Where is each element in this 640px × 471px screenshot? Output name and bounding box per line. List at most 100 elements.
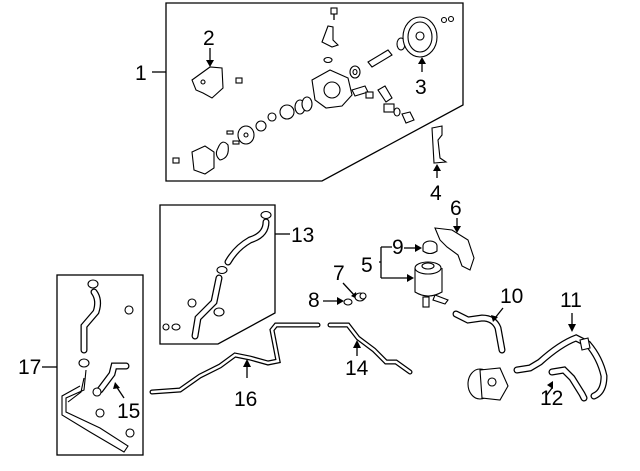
reservoir-outlet [422, 296, 430, 308]
leader-5 [379, 246, 410, 279]
pump-assembly-frame [165, 2, 464, 182]
bolt [235, 77, 243, 84]
plug [383, 103, 395, 113]
callout-12[interactable]: 12 [540, 387, 563, 410]
seal-inner [352, 68, 358, 76]
callout-1[interactable]: 1 [135, 62, 147, 85]
connector-bolt [401, 111, 415, 124]
arrow-12 [547, 381, 553, 389]
reservoir-group: 6 5 9 [361, 197, 475, 308]
cooler-upper-hose [81, 289, 100, 353]
callout-10[interactable]: 10 [500, 285, 523, 308]
side-plate [255, 120, 267, 132]
callout-5[interactable]: 5 [361, 254, 373, 277]
return-hose-part [453, 311, 505, 353]
callout-17[interactable]: 17 [18, 356, 41, 379]
hose-10-group: 10 [452, 285, 523, 354]
nut [162, 323, 170, 331]
bolt [171, 323, 181, 331]
arrow-9 [415, 244, 422, 252]
return-line-part [328, 323, 412, 374]
pressure-hose-part [514, 335, 607, 399]
clip [187, 298, 197, 308]
arrow-16 [243, 359, 251, 367]
rotor [267, 112, 277, 122]
upper-hose [225, 219, 269, 265]
callout-4[interactable]: 4 [430, 182, 442, 205]
hose-kit-13-group: 13 [159, 204, 314, 345]
leader-12 [545, 387, 553, 397]
clamp [260, 210, 272, 220]
line-16-group: 16 14 [149, 322, 413, 411]
arrow-14 [353, 340, 361, 348]
reservoir-body [414, 268, 443, 297]
callout-8[interactable]: 8 [308, 289, 320, 312]
hose-bracket-part [549, 367, 587, 401]
pump-assembly-group: 1 2 3 [135, 2, 464, 205]
callout-14[interactable]: 14 [345, 357, 369, 380]
arrow-3 [418, 57, 426, 64]
callout-13[interactable]: 13 [291, 224, 314, 247]
bracket-hole [200, 79, 206, 85]
leader-10 [494, 307, 504, 319]
o-ring-small [393, 107, 401, 117]
callout-16[interactable]: 16 [234, 388, 257, 411]
washer [447, 15, 455, 23]
arrow-8 [337, 297, 344, 305]
cooler-line [67, 377, 85, 403]
bolt [330, 7, 338, 15]
lower-hose [192, 275, 222, 339]
clip [125, 428, 135, 438]
o-ring-part [343, 298, 353, 306]
bracket-4-part [431, 125, 448, 164]
clamp [87, 279, 99, 289]
fitting-end [359, 292, 367, 300]
reservoir-inlet [432, 294, 449, 305]
arrow-10 [491, 315, 498, 322]
cap-skirt [422, 246, 438, 255]
cam-ring [279, 104, 295, 120]
cooler-17-group: 17 15 [18, 274, 144, 456]
reservoir-bracket-part [434, 227, 475, 271]
clip [213, 307, 225, 317]
callout-15[interactable]: 15 [117, 400, 140, 423]
valve-bracket [377, 85, 393, 103]
arrow-2 [206, 60, 214, 67]
gasket [215, 141, 229, 161]
callout-9[interactable]: 9 [392, 236, 404, 259]
clamp [78, 358, 90, 368]
arrow-11 [568, 324, 576, 332]
callout-2[interactable]: 2 [203, 27, 215, 50]
leader-7 [342, 282, 356, 297]
callout-3[interactable]: 3 [415, 76, 427, 99]
clamp [216, 265, 228, 275]
arrow-6 [453, 226, 461, 233]
arrow-15 [113, 382, 120, 389]
pump-body-bore [323, 81, 341, 99]
hose-11-group: 11 12 [467, 289, 608, 410]
hook-bracket [321, 25, 340, 48]
return-tube-part [150, 323, 320, 394]
clip [124, 305, 134, 315]
reservoir-neck [421, 262, 435, 270]
arrow-4 [433, 164, 441, 171]
pump-port [487, 377, 497, 387]
bolt [172, 157, 180, 164]
callout-6[interactable]: 6 [450, 197, 462, 220]
cooler-loop [61, 369, 129, 453]
end-cover [191, 145, 215, 175]
nut [440, 16, 448, 24]
callout-7[interactable]: 7 [333, 262, 345, 285]
arrow-5 [407, 274, 414, 282]
clip [95, 408, 105, 418]
fitting-group: 7 8 [308, 262, 367, 312]
pin [232, 140, 240, 145]
o-ring [301, 96, 313, 112]
cooler-frame [56, 274, 144, 456]
cooler-hose-15 [97, 363, 129, 393]
pump-shaft [367, 49, 393, 68]
callout-11[interactable]: 11 [560, 289, 582, 312]
hose-clamp [579, 337, 591, 351]
o-ring-small [323, 56, 333, 64]
fitting-small [365, 91, 374, 99]
